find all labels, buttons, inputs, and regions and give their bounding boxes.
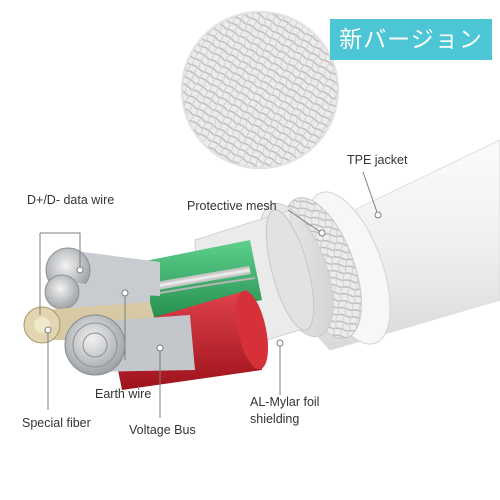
leader-lines: [39, 171, 382, 418]
label-special-fiber: Special fiber: [22, 416, 91, 430]
leader-data-wire: [39, 232, 81, 315]
leader-protective-mesh: [287, 209, 323, 234]
label-al-mylar-line1: AL-Mylar foil: [250, 395, 320, 409]
voltage-bus-conductor: [64, 314, 195, 376]
label-voltage-bus: Voltage Bus: [129, 423, 196, 437]
leader-tpe-jacket: [362, 171, 379, 216]
label-data-wire: D+/D- data wire: [27, 193, 115, 207]
label-protective-mesh: Protective mesh: [187, 199, 277, 213]
new-version-badge: 新バージョン: [330, 19, 492, 60]
label-earth-wire: Earth wire: [95, 387, 152, 401]
mesh-zoom-circle: [181, 11, 339, 169]
label-al-mylar-line2: shielding: [250, 412, 300, 426]
label-tpe-jacket: TPE jacket: [347, 153, 408, 167]
